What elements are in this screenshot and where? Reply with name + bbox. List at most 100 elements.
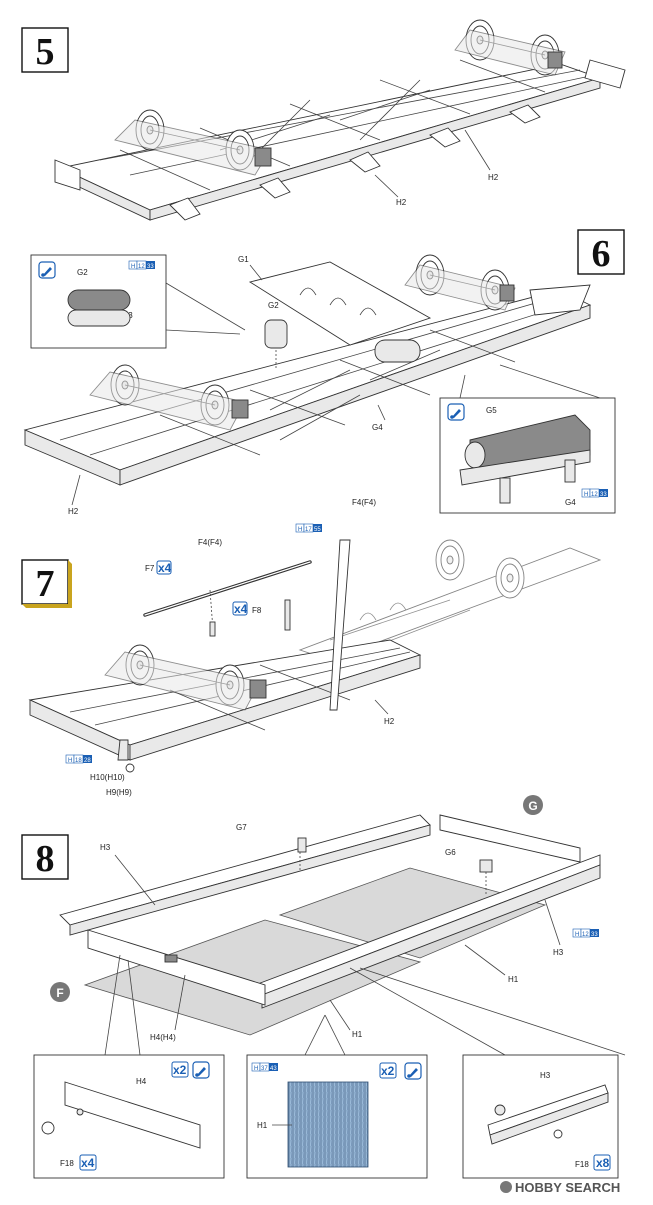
part-label-g4: G4 — [372, 423, 383, 432]
step-6: 6 H 12 33 G2 G3 — [23, 229, 625, 516]
part-label-h4: H4 — [136, 1077, 147, 1086]
svg-text:18: 18 — [75, 758, 82, 764]
marker-f — [50, 982, 70, 1002]
part-label-h1: H1 — [257, 1121, 268, 1130]
wood-texture-panel — [287, 1081, 369, 1168]
svg-text:F: F — [56, 986, 63, 1000]
part-label-h3: H3 — [553, 948, 564, 957]
paint-brush-icon — [192, 1061, 210, 1079]
step-number: 6 — [592, 233, 611, 275]
rear-frame-ghost — [298, 539, 602, 661]
bogie-front-6 — [89, 364, 249, 431]
part-label-h2: H2 — [396, 198, 407, 207]
tank-g5-on-frame — [374, 339, 421, 363]
quantity-badge: x8 — [596, 1156, 610, 1170]
quantity-badge: x4 — [234, 602, 248, 616]
svg-text:33: 33 — [600, 492, 607, 498]
part-label-f7: F7 — [145, 564, 155, 573]
svg-text:55: 55 — [314, 527, 321, 533]
part-g6 — [479, 859, 493, 873]
part-label-g7: G7 — [236, 823, 247, 832]
step-number: 5 — [36, 31, 55, 73]
bogie-rear-6 — [404, 254, 516, 311]
quantity-badge: x2 — [173, 1063, 187, 1077]
part-label-f4: F4(F4) — [198, 538, 222, 547]
part-label-f18: F18 — [575, 1160, 589, 1169]
part-label-h1: H1 — [508, 975, 519, 984]
detail-h1: H 37 43 x2 H1 — [246, 1054, 428, 1179]
svg-text:33: 33 — [591, 932, 598, 938]
hobbysearch-logo-icon — [500, 1181, 512, 1193]
marker-g — [523, 795, 543, 815]
svg-text:12: 12 — [591, 492, 598, 498]
watermark: HOBBY SEARCH — [500, 1180, 620, 1195]
part-g-end-beam — [439, 814, 581, 863]
part-label-h2: H2 — [68, 507, 79, 516]
svg-text:37: 37 — [261, 1066, 268, 1072]
part-label-g5: G5 — [486, 406, 497, 415]
svg-text:43: 43 — [270, 1066, 277, 1072]
step-number-box — [577, 229, 625, 275]
part-f8 — [209, 621, 216, 637]
part-label-f4: F4(F4) — [352, 498, 376, 507]
part-label-h10: H10(H10) — [90, 773, 125, 782]
part-label-h3: H3 — [540, 1071, 551, 1080]
chassis-frame-6 — [23, 289, 592, 486]
step-number: 7 — [36, 563, 55, 605]
svg-text:H: H — [584, 492, 588, 498]
part-label-f18: F18 — [60, 1159, 74, 1168]
svg-text:12: 12 — [582, 932, 589, 938]
svg-text:G: G — [528, 799, 537, 813]
paint-brush-icon — [38, 261, 56, 279]
part-label-h1: H1 — [352, 1030, 363, 1039]
chassis-frame — [54, 59, 626, 221]
part-label-h9: H9(H9) — [106, 788, 132, 797]
callout-g2-g3: H 12 33 G2 G3 — [30, 254, 167, 349]
svg-text:28: 28 — [84, 758, 91, 764]
part-g2-cylinder — [264, 319, 288, 349]
part-label-h4: H4(H4) — [150, 1033, 176, 1042]
svg-text:H: H — [575, 932, 579, 938]
step-number-box — [21, 834, 69, 880]
svg-text:12: 12 — [138, 264, 145, 270]
part-h4-end — [87, 929, 266, 1006]
watermark-text: HOBBY SEARCH — [515, 1180, 620, 1195]
bogie-rear-5 — [454, 19, 566, 76]
part-label-h2: H2 — [488, 173, 499, 182]
part-h1-floor — [83, 919, 422, 1036]
bogie-front-5 — [114, 109, 272, 176]
part-label-g2: G2 — [77, 268, 88, 277]
part-g1-plate — [248, 261, 432, 346]
part-label-h2: H2 — [384, 717, 395, 726]
quantity-badge: x4 — [81, 1156, 95, 1170]
svg-text:H: H — [254, 1066, 258, 1072]
svg-text:H: H — [68, 758, 72, 764]
part-label-g4: G4 — [565, 498, 576, 507]
part-h3-rail — [59, 814, 431, 936]
part-label-g1: G1 — [238, 255, 249, 264]
step-8: 8 G7 G6 H3 H3 H1 H1 — [21, 795, 626, 1179]
callout-g5-g4: G5 G4 H 12 33 — [439, 397, 616, 514]
part-g7 — [297, 837, 307, 853]
step-5: 5 — [21, 19, 626, 221]
svg-text:33: 33 — [147, 264, 154, 270]
part-post-f4 — [329, 539, 351, 711]
paint-brush-icon — [404, 1062, 422, 1080]
detail-h4: x2 H4 F18 x4 — [33, 1054, 225, 1179]
step-7: 7 F7 — [21, 498, 602, 797]
bogie-front-7 — [104, 644, 267, 711]
quantity-badge: x4 — [158, 561, 172, 575]
part-label-g6: G6 — [445, 848, 456, 857]
svg-text:H: H — [131, 264, 135, 270]
part-label-g2: G2 — [268, 301, 279, 310]
paint-brush-icon — [447, 403, 465, 421]
step-number: 8 — [36, 838, 55, 880]
detail-h3: H3 F18 x8 — [462, 1054, 619, 1179]
svg-text:H: H — [298, 527, 302, 533]
svg-text:17: 17 — [305, 527, 312, 533]
part-label-f8: F8 — [252, 606, 262, 615]
part-label-h3: H3 — [100, 843, 111, 852]
step-number-box — [21, 27, 69, 73]
